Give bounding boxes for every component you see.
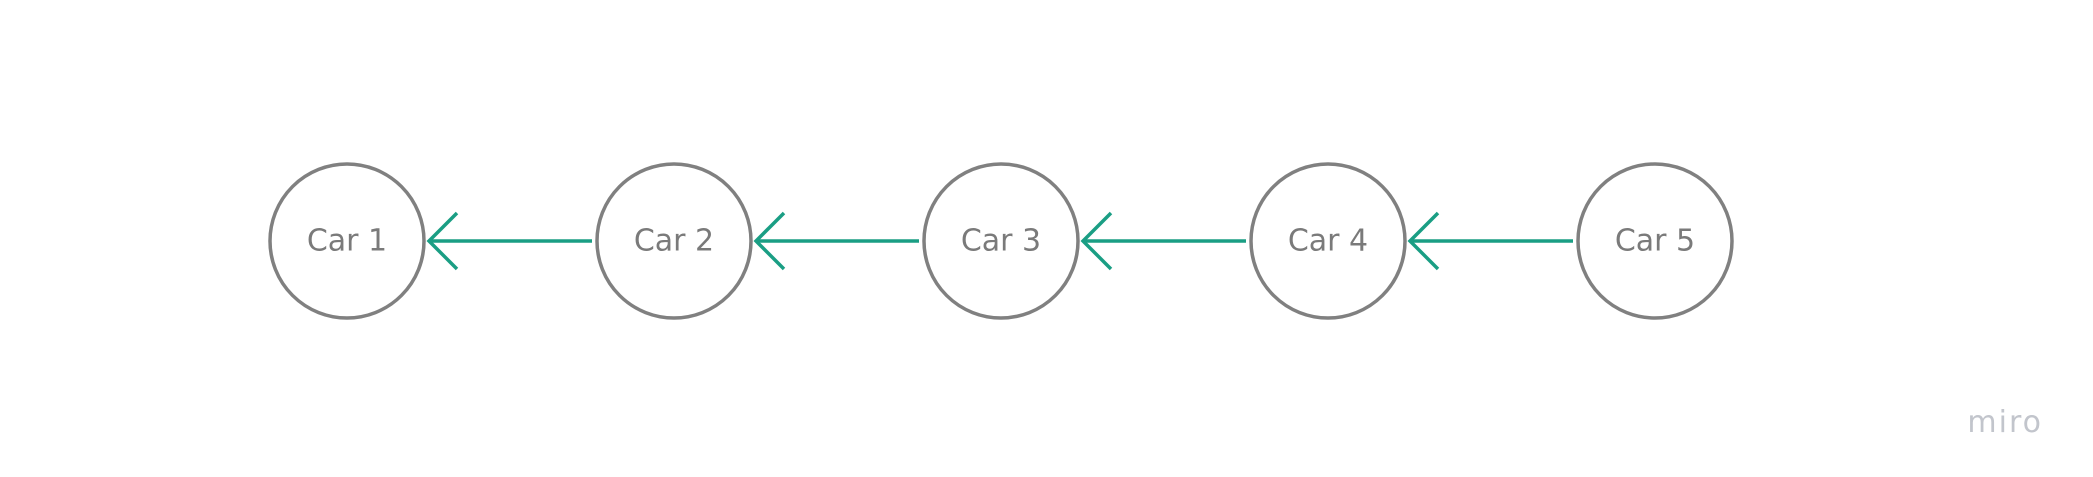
node-circle[interactable] xyxy=(922,162,1080,320)
arrowhead-icon xyxy=(1407,211,1440,271)
node-label: Car 3 xyxy=(961,224,1041,259)
arrow-car-2-to-car-1[interactable] xyxy=(426,211,592,271)
node-label: Car 4 xyxy=(1288,224,1368,259)
node-car-4[interactable]: Car 4 xyxy=(1249,162,1407,320)
arrow-car-4-to-car-3[interactable] xyxy=(1080,211,1246,271)
arrow-car-3-to-car-2[interactable] xyxy=(753,211,919,271)
edges xyxy=(426,211,1573,271)
arrow-car-5-to-car-4[interactable] xyxy=(1407,211,1573,271)
node-label: Car 1 xyxy=(307,224,387,259)
arrowhead-icon xyxy=(753,211,786,271)
node-circle[interactable] xyxy=(1249,162,1407,320)
node-car-2[interactable]: Car 2 xyxy=(595,162,753,320)
node-label: Car 2 xyxy=(634,224,714,259)
node-car-3[interactable]: Car 3 xyxy=(922,162,1080,320)
arrowhead-icon xyxy=(1080,211,1113,271)
node-circle[interactable] xyxy=(595,162,753,320)
node-car-1[interactable]: Car 1 xyxy=(268,162,426,320)
node-circle[interactable] xyxy=(268,162,426,320)
arrowhead-icon xyxy=(426,211,459,271)
nodes: Car 1 Car 2 Car 3 Car 4 Car 5 xyxy=(268,162,1734,320)
node-circle[interactable] xyxy=(1576,162,1734,320)
miro-watermark: miro xyxy=(1967,405,2043,440)
node-car-5[interactable]: Car 5 xyxy=(1576,162,1734,320)
node-label: Car 5 xyxy=(1615,224,1695,259)
